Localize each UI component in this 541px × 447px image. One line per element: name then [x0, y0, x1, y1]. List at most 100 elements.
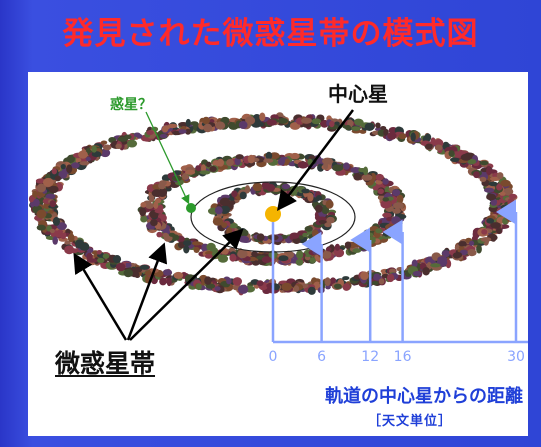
belt-particle: [383, 128, 389, 136]
belt-particle: [235, 154, 244, 160]
belt-particle: [226, 159, 234, 167]
belt-particle: [148, 193, 155, 203]
belt-particle: [209, 119, 215, 124]
belt-particle: [35, 178, 46, 184]
belt-particle: [178, 122, 189, 127]
belt-particle: [185, 169, 196, 175]
belt-particle: [79, 242, 90, 251]
belt-particle: [203, 123, 213, 133]
belt-particle: [195, 283, 202, 291]
belt-particle: [351, 126, 361, 131]
belt-particle: [69, 248, 79, 254]
belt-particle: [382, 212, 392, 218]
belt-particle: [115, 143, 122, 149]
slide-title: 発見された微惑星帯の模式図: [62, 16, 479, 52]
axis-tick-label: 16: [394, 349, 412, 365]
belt-particle: [139, 207, 147, 217]
belt-particle: [460, 153, 472, 161]
belt-particle: [322, 250, 332, 259]
belt-particle: [344, 241, 352, 249]
belt-particle: [458, 241, 466, 247]
belt-particle: [500, 204, 509, 210]
belt-particle: [223, 249, 229, 255]
belt-particle: [486, 166, 492, 176]
belt-particle: [445, 259, 452, 269]
belt-particle: [237, 284, 249, 294]
belt-particle: [358, 237, 366, 244]
belt-particle: [140, 215, 148, 223]
belt-particle: [117, 136, 129, 142]
belt-particle: [159, 133, 168, 139]
belt-particle: [52, 216, 60, 226]
planet-pointer-arrow: [145, 111, 190, 205]
belt-particle: [496, 183, 503, 191]
belt-particle: [334, 248, 345, 258]
belt-particle: [144, 270, 152, 276]
belt-particle: [325, 284, 331, 290]
belt-particle: [363, 166, 369, 176]
belt-particle: [386, 273, 395, 283]
belt-particle: [153, 201, 159, 209]
belt-particle: [297, 161, 308, 168]
belt-particle: [159, 180, 167, 186]
belt-particle: [334, 243, 341, 251]
belt-arrow-outer: [73, 252, 128, 341]
belt-particle: [508, 193, 517, 199]
belt-particle: [151, 189, 162, 197]
belt-particle: [481, 229, 488, 235]
belt-particle: [496, 172, 504, 180]
belt-particle: [277, 118, 289, 124]
belt-particle: [388, 225, 395, 234]
belt-particle: [192, 241, 202, 246]
belt-particle: [380, 126, 387, 130]
belt-particle: [263, 158, 274, 163]
belt-particle: [58, 170, 68, 179]
axis-caption: 軌道の中心星からの距離: [325, 386, 523, 407]
belt-particle: [240, 229, 249, 237]
belt-particle: [392, 189, 401, 197]
belt-particle: [126, 139, 138, 148]
belt-particle: [212, 217, 224, 226]
belt-particle: [185, 128, 191, 135]
belt-particle: [324, 277, 331, 287]
belt-particle: [278, 255, 289, 262]
belt-particle: [486, 193, 497, 201]
planet-candidate-label: 惑星？: [110, 97, 152, 113]
belt-particle: [85, 156, 91, 162]
belt-particle: [42, 177, 54, 187]
belt-particle: [476, 244, 482, 254]
belt-particle: [86, 252, 93, 261]
belt-particle: [226, 277, 232, 285]
belt-particle: [115, 262, 126, 272]
belt-particle: [434, 144, 443, 151]
belt-particle: [215, 121, 226, 130]
belt-particle: [44, 213, 52, 219]
belt-particle: [392, 208, 401, 214]
belt-particle: [238, 235, 250, 243]
belt-particle: [296, 250, 304, 259]
belt-particle: [486, 218, 495, 224]
belt-particle: [332, 164, 344, 172]
belt-particle: [156, 231, 163, 238]
axis-tick-label: 12: [361, 349, 379, 365]
belt-particle: [136, 134, 143, 139]
belt-particle: [312, 249, 322, 255]
belt-particle: [329, 120, 335, 128]
belt-particle: [266, 184, 276, 192]
belt-particle: [342, 276, 350, 281]
belt-particle: [36, 209, 47, 219]
belt-particle: [159, 277, 167, 286]
belt-arrow-inner: [129, 228, 244, 341]
belt-particle: [442, 250, 450, 258]
belt-particle: [139, 264, 150, 270]
belt-particle: [49, 228, 55, 234]
belt-particle: [231, 190, 238, 198]
belt-particle: [36, 224, 46, 231]
belt-arrow-middle: [126, 242, 168, 341]
belt-particle: [500, 179, 511, 187]
belt-particle: [183, 245, 190, 254]
belt-particle: [437, 256, 448, 263]
belt-particle: [123, 269, 134, 278]
